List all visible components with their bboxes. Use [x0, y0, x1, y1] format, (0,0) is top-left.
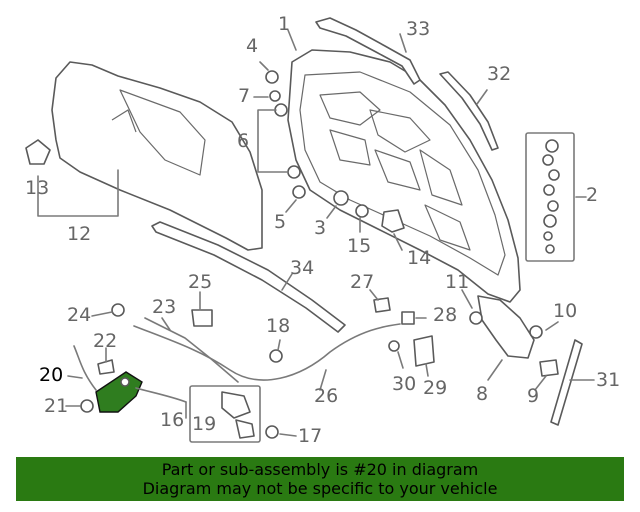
hood-seal-33: [315, 17, 421, 85]
callout-11: 11: [445, 271, 470, 293]
callout-3: 3: [314, 217, 327, 239]
bolt-21: [80, 399, 94, 413]
clip-17: [265, 425, 279, 439]
callout-19: 19: [192, 413, 217, 435]
callout-26: 26: [314, 385, 339, 407]
callout-22: 22: [93, 330, 118, 352]
callout-27: 27: [350, 271, 375, 293]
bumper-15: [355, 204, 369, 218]
latch-kit-box: [189, 385, 261, 443]
clip-24: [111, 303, 125, 317]
callout-23: 23: [152, 296, 177, 318]
hood-insulator: [51, 61, 263, 251]
notice-line-part: Part or sub-assembly is #20 in diagram: [161, 460, 479, 479]
parts-diagram: [25, 17, 595, 443]
callout-20-highlighted: 20: [39, 364, 64, 386]
clip-13: [25, 139, 51, 165]
bracket-29: [413, 335, 435, 367]
hinge-bolt-10: [529, 325, 543, 339]
hinge-8: [477, 295, 535, 359]
hood-seal-32: [439, 71, 499, 151]
bumper-4: [265, 70, 279, 84]
callout-32: 32: [487, 63, 512, 85]
bracket-25: [191, 309, 213, 327]
bracket-28: [401, 311, 415, 325]
callout-15: 15: [347, 235, 372, 257]
callout-31: 31: [596, 369, 621, 391]
callout-4: 4: [246, 35, 259, 57]
callout-9: 9: [527, 385, 540, 407]
callout-21: 21: [44, 395, 69, 417]
fastener-kit: [525, 132, 575, 262]
callout-29: 29: [423, 377, 448, 399]
hinge-bolt-11: [469, 311, 483, 325]
callout-34: 34: [290, 257, 315, 279]
weatherstrip-34: [151, 221, 346, 333]
cable-23: [144, 317, 239, 383]
callout-5: 5: [274, 211, 287, 233]
callout-16: 16: [160, 409, 185, 431]
bolt-30: [388, 340, 400, 352]
callout-2: 2: [586, 184, 599, 206]
callout-25: 25: [188, 271, 213, 293]
callout-layer: 1 33 32 4 7 6 2 13 12 5 3 15 14 34 25 27…: [25, 13, 621, 447]
notice-line-disclaimer: Diagram may not be specific to your vehi…: [142, 479, 498, 498]
hood-panel: [287, 49, 521, 303]
callout-6: 6: [237, 130, 250, 152]
notice-banner: Part or sub-assembly is #20 in diagram D…: [16, 457, 624, 501]
callout-28: 28: [433, 304, 458, 326]
release-cable-26: [133, 323, 401, 381]
callout-30: 30: [392, 373, 417, 395]
callout-24: 24: [67, 304, 92, 326]
bumper-7: [269, 90, 281, 102]
callout-33: 33: [406, 18, 431, 40]
bracket-14: [381, 209, 405, 233]
bolt-18: [269, 349, 283, 363]
callout-7: 7: [238, 85, 251, 107]
bracket-9: [539, 359, 559, 377]
clip-27: [373, 297, 391, 313]
callout-8: 8: [476, 383, 489, 405]
highlighted-hood-latch: [73, 345, 187, 413]
callout-13: 13: [25, 177, 50, 199]
callout-1: 1: [278, 13, 291, 35]
gas-strut-31: [550, 339, 583, 426]
callout-18: 18: [266, 315, 291, 337]
callout-10: 10: [553, 300, 578, 322]
callout-14: 14: [407, 247, 432, 269]
bumper-3: [333, 190, 349, 206]
clip-22: [97, 359, 115, 375]
bumper-5: [292, 185, 306, 199]
callout-17: 17: [298, 425, 323, 447]
callout-12: 12: [67, 223, 92, 245]
